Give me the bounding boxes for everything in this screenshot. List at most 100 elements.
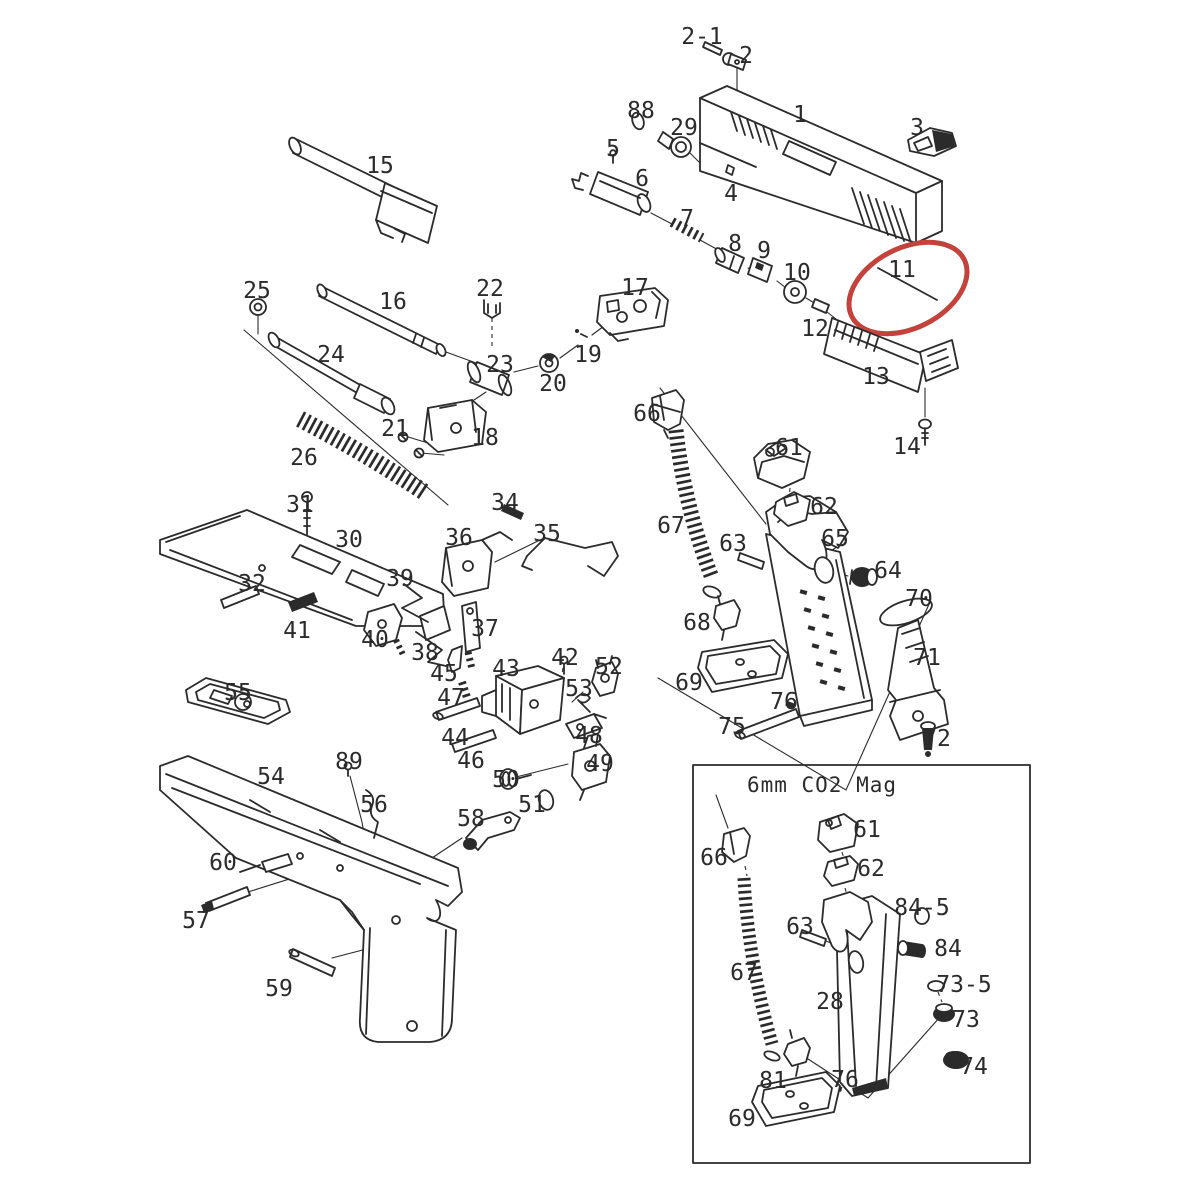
- part-label-54: 54: [257, 764, 285, 790]
- part-label-63: 63: [719, 531, 747, 557]
- part-label-55: 55: [224, 680, 252, 706]
- part-label-49: 49: [586, 751, 614, 777]
- part-label-64: 64: [874, 558, 902, 584]
- part-label-51: 51: [518, 792, 546, 818]
- part-label-7: 7: [680, 206, 694, 232]
- part-24-guide-rod: [267, 331, 396, 416]
- inset-part-label-76: 76: [831, 1067, 859, 1093]
- part-46-pin: [451, 729, 497, 753]
- inset-part-label-84-5: 84-5: [894, 895, 949, 921]
- part-48-part: [565, 713, 607, 739]
- part-64-valve-knob: [849, 567, 878, 587]
- part-label-40: 40: [361, 627, 389, 653]
- part-label-42: 42: [551, 645, 579, 671]
- part-label-35: 35: [533, 521, 561, 547]
- part-label-88: 88: [627, 98, 655, 124]
- part-label-12: 12: [801, 316, 829, 342]
- highlight-circle-part-11: [846, 239, 970, 337]
- part-18-block: [423, 399, 487, 453]
- part-label-52: 52: [595, 654, 623, 680]
- part-label-17: 17: [621, 275, 649, 301]
- part-label-41: 41: [283, 618, 311, 644]
- part-30-rail-plate: [159, 509, 451, 641]
- part-label-65: 65: [821, 526, 849, 552]
- part-3-rear-sight: [907, 127, 957, 157]
- part-label-59: 59: [265, 976, 293, 1002]
- inset-part-81-valve: [783, 1029, 811, 1077]
- part-58-slide-stop: [463, 811, 521, 851]
- part-label-25: 25: [243, 278, 271, 304]
- inset-part-74-cap: [943, 1051, 969, 1069]
- part-35-trigger-bar: [521, 537, 619, 577]
- part-label-71: 71: [913, 645, 941, 671]
- part-label-13: 13: [862, 364, 890, 390]
- part-54-frame: [159, 755, 463, 1043]
- inset-part-label-62: 62: [857, 856, 885, 882]
- part-12-pin: [811, 298, 830, 314]
- part-2-1-pin: [702, 41, 723, 56]
- part-label-66: 66: [633, 401, 661, 427]
- part-label-22: 22: [476, 276, 504, 302]
- part-label-76: 76: [770, 689, 798, 715]
- inset-part-73-cap: [933, 1003, 955, 1022]
- part-label-15: 15: [366, 153, 394, 179]
- part-label-39: 39: [386, 566, 414, 592]
- part-label-53: 53: [565, 676, 593, 702]
- inset-part-label-61: 61: [853, 817, 881, 843]
- part-label-43: 43: [492, 656, 520, 682]
- part-20-nut: [539, 353, 559, 373]
- part-label-18: 18: [471, 425, 499, 451]
- part-label-24: 24: [317, 342, 345, 368]
- part-label-70: 70: [905, 586, 933, 612]
- part-52-bracket: [591, 655, 619, 697]
- part-label-75: 75: [718, 714, 746, 740]
- part-label-5: 5: [606, 136, 620, 162]
- part-59-pin: [288, 948, 336, 977]
- part-56-spring-wire: [365, 789, 379, 839]
- part-66-follower: [651, 389, 685, 439]
- part-23-cylinder: [466, 360, 513, 397]
- inset-part-65-mag-neck: [821, 891, 873, 974]
- part-label-45: 45: [430, 661, 458, 687]
- inset-part-label-81: 81: [759, 1068, 787, 1094]
- part-55-plate: [185, 677, 291, 725]
- part-label-4: 4: [724, 181, 738, 207]
- part-50-button: [499, 768, 532, 790]
- inset-part-label-28: 28: [816, 989, 844, 1015]
- part-28-mag-body: [765, 533, 873, 727]
- inset-box: 6mm CO2 Mag: [692, 764, 1031, 1164]
- part-label-60: 60: [209, 850, 237, 876]
- part-41-plate: [288, 592, 318, 612]
- part-label-3: 3: [910, 115, 924, 141]
- part-89-screw: [343, 761, 353, 777]
- part-5-screw: [609, 149, 617, 164]
- part-label-46: 46: [457, 748, 485, 774]
- part-9-block: [747, 257, 773, 283]
- part-label-67: 67: [657, 513, 685, 539]
- inset-part-63-pin: [799, 929, 827, 947]
- part-4-pin: [725, 164, 735, 176]
- part-70-o-ring: [879, 597, 933, 627]
- part-42-screw: [559, 655, 569, 675]
- part-62-block: [773, 491, 811, 527]
- part-39-spring-wire: [401, 583, 429, 623]
- part-2-extractor: [722, 52, 747, 71]
- part-16-rod: [316, 283, 447, 357]
- inset-part-label-74: 74: [960, 1054, 988, 1080]
- part-15-barrel: [288, 136, 438, 244]
- part-63-pin: [737, 552, 765, 570]
- part-label-8: 8: [728, 231, 742, 257]
- part-51-o-ring: [537, 789, 555, 811]
- part-61-valve-block: [753, 439, 811, 489]
- part-75-pin: [734, 708, 800, 740]
- part-label-61: 61: [775, 435, 803, 461]
- part-37-lever: [461, 601, 481, 670]
- part-13-blowback-housing: [823, 317, 959, 393]
- part-label-20: 20: [539, 371, 567, 397]
- part-label-48: 48: [575, 723, 603, 749]
- part-21-screws: [397, 431, 425, 459]
- part-44-pin: [432, 697, 481, 721]
- part-label-62: 62: [810, 494, 838, 520]
- part-76-pin: [785, 700, 796, 709]
- part-label-19: 19: [574, 342, 602, 368]
